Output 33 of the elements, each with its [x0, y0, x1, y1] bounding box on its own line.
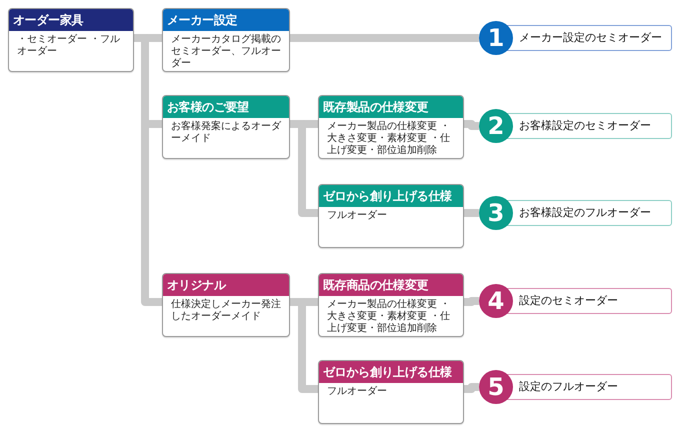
category-card: [318, 95, 464, 159]
card-heading: 既存製品の仕様変更: [319, 96, 463, 118]
number-badge: 2: [479, 109, 513, 143]
card-description: メーカーカタログ掲載のセミオーダー、フルオーダー: [170, 32, 282, 70]
card-description: フルオーダー: [326, 209, 388, 222]
connector-line: [464, 383, 479, 393]
connector-line: [290, 34, 479, 42]
number-badge: 4: [479, 284, 513, 318]
card-heading: 既存商品の仕様変更: [319, 274, 463, 296]
connector-line: [464, 120, 479, 130]
number-badge: 1: [479, 21, 513, 55]
category-card: [162, 273, 290, 337]
category-card: [318, 360, 464, 424]
card-description: メーカー製品の仕様変更 ・大きさ変更・素材変更 ・仕上げ変更・部位追加削除: [326, 298, 452, 335]
category-card: [162, 8, 290, 72]
card-heading: ゼロから創り上げる仕様: [319, 361, 463, 383]
card-description: 仕様決定しメーカー発注したオーダーメイド: [170, 298, 282, 323]
card-description: お客様発案によるオーダーメイド: [170, 120, 282, 145]
category-card: [318, 184, 464, 248]
number-badge: 5: [479, 370, 513, 404]
category-card: [318, 273, 464, 337]
connector-line: [464, 297, 479, 306]
connector-line: [464, 209, 479, 217]
card-heading: メーカー設定: [163, 9, 289, 31]
category-card: [162, 95, 290, 159]
card-description: ・セミオーダー ・フルオーダー: [16, 33, 122, 58]
card-heading: お客様のご要望: [163, 96, 289, 118]
card-heading: オーダー家具: [9, 9, 133, 31]
card-heading: オリジナル: [163, 274, 289, 296]
card-description: フルオーダー: [326, 385, 388, 398]
category-card: [8, 8, 134, 72]
card-heading: ゼロから創り上げる仕様: [319, 185, 463, 207]
card-description: メーカー製品の仕様変更 ・大きさ変更・素材変更 ・仕上げ変更・部位追加削除: [326, 120, 452, 157]
